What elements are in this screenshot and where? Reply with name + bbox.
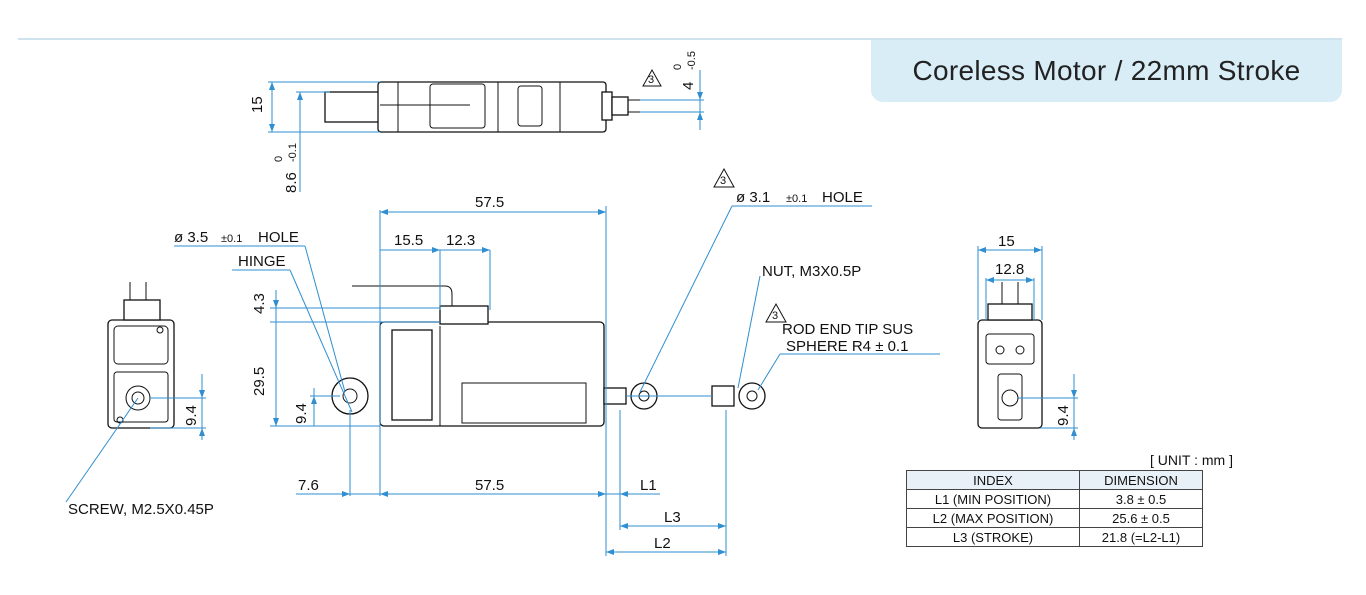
dim-length-57-5: 57.5 xyxy=(475,194,504,211)
dim-end-12-8: 12.8 xyxy=(995,261,1024,278)
rod-end-label: ROD END TIP SUS xyxy=(782,321,913,338)
hinge-label: HINGE xyxy=(238,253,286,270)
dim-side-9-4: 9.4 xyxy=(293,403,310,424)
table-cell: 25.6 ± 0.5 xyxy=(1079,508,1203,528)
table-row: L3 (STROKE) 21.8 (=L2-L1) xyxy=(906,527,1203,547)
side-hinge-block xyxy=(391,329,433,421)
dim-4-3: 4.3 xyxy=(251,293,268,314)
screw-label: SCREW, M2.5X0.45P xyxy=(68,501,214,518)
revision-mark-rod: 3 xyxy=(772,310,778,322)
hole-right-word: HOLE xyxy=(822,189,863,206)
nut-label: NUT, M3X0.5P xyxy=(762,263,861,280)
dimension-table: INDEX DIMENSION L1 (MIN POSITION) 3.8 ± … xyxy=(906,470,1203,547)
left-end-view xyxy=(65,282,206,503)
table-cell: L3 (STROKE) xyxy=(906,527,1080,547)
rod-end-sphere xyxy=(738,382,766,410)
dim-top-4-tol-lo: -0.5 xyxy=(686,51,698,70)
header-rule xyxy=(18,38,1342,40)
dim-top-8-6-tol-lo: -0.1 xyxy=(287,143,299,162)
dim-top-15: 15 xyxy=(249,96,266,113)
revision-mark-top: 3 xyxy=(648,74,654,86)
side-top-tab xyxy=(439,305,489,325)
dim-top-4: 4 xyxy=(680,82,697,90)
table-header-index: INDEX xyxy=(906,470,1080,490)
table-cell: L1 (MIN POSITION) xyxy=(906,489,1080,509)
dim-l2: L2 xyxy=(654,535,671,552)
table-header-row: INDEX DIMENSION xyxy=(906,470,1203,490)
dim-left-9-4: 9.4 xyxy=(183,405,200,426)
right-end-view xyxy=(977,246,1078,440)
unit-label: [ UNIT : mm ] xyxy=(1150,452,1233,468)
hole-left-word: HOLE xyxy=(258,229,299,246)
hole-left-diameter: ø 3.5 xyxy=(174,229,208,246)
table-header-dimension: DIMENSION xyxy=(1079,470,1203,490)
dim-top-4-tol-hi: 0 xyxy=(672,64,684,70)
table-cell: L2 (MAX POSITION) xyxy=(906,508,1080,528)
top-view xyxy=(268,68,787,323)
dim-12-3: 12.3 xyxy=(446,232,475,249)
side-view xyxy=(174,205,940,556)
hole-right-tolerance: ±0.1 xyxy=(786,193,807,205)
revision-mark-hole: 3 xyxy=(720,175,726,187)
title-banner: Coreless Motor / 22mm Stroke xyxy=(871,40,1342,102)
table-cell: 3.8 ± 0.5 xyxy=(1079,489,1203,509)
table-row: L2 (MAX POSITION) 25.6 ± 0.5 xyxy=(906,508,1203,528)
dim-15-5: 15.5 xyxy=(394,232,423,249)
sphere-label: SPHERE R4 ± 0.1 xyxy=(786,338,908,355)
dim-29-5: 29.5 xyxy=(251,367,268,396)
dim-7-6: 7.6 xyxy=(298,477,319,494)
dim-end-15: 15 xyxy=(998,233,1015,250)
table-row: L1 (MIN POSITION) 3.8 ± 0.5 xyxy=(906,489,1203,509)
dim-l3: L3 xyxy=(664,509,681,526)
table-cell: 21.8 (=L2-L1) xyxy=(1079,527,1203,547)
top-rod-section xyxy=(324,91,381,123)
dim-bottom-57-5: 57.5 xyxy=(475,477,504,494)
dim-top-8-6-tol-hi: 0 xyxy=(273,156,285,162)
dim-end-9-4: 9.4 xyxy=(1055,405,1072,426)
dim-l1: L1 xyxy=(640,477,657,494)
hole-right-diameter: ø 3.1 xyxy=(736,189,770,206)
dim-top-8-6: 8.6 xyxy=(283,172,300,193)
hole-left-tolerance: ±0.1 xyxy=(221,233,242,245)
top-body xyxy=(377,81,607,133)
page-title: Coreless Motor / 22mm Stroke xyxy=(912,55,1301,86)
